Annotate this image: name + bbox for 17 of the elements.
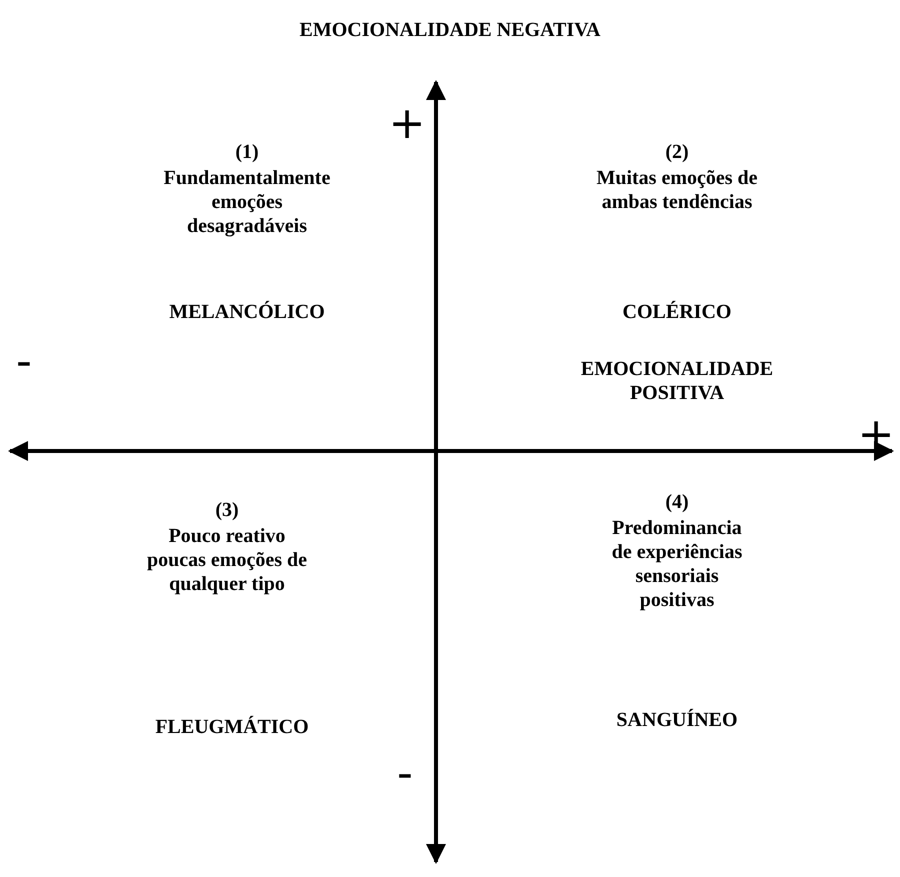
quadrant-number: (1) [235, 140, 259, 164]
quadrant-description: Predominancia de experiências sensoriais positivas [610, 516, 744, 612]
minus-sign: - [16, 340, 32, 384]
minus-sign: - [397, 752, 413, 796]
diagram-title: EMOCIONALIDADE NEGATIVA [300, 18, 600, 42]
temperament-label: FLEUGMÁTICO [155, 715, 309, 739]
temperament-label: SANGUÍNEO [616, 708, 738, 732]
quadrant-number: (3) [215, 498, 239, 522]
temperament-label: MELANCÓLICO [169, 300, 325, 324]
axis-label: EMOCIONALIDADE POSITIVA [580, 357, 774, 405]
quadrant-description: Pouco reativo poucas emoções de qualquer tipo [146, 524, 308, 596]
plus-sign: + [388, 102, 426, 146]
quadrant-number: (4) [665, 490, 689, 514]
quadrant-description: Fundamentalmente emoções desagradáveis [162, 166, 332, 238]
quadrant-description: Muitas emoções de ambas tendências [595, 166, 759, 214]
temperament-label: COLÉRICO [622, 300, 732, 324]
quadrant-number: (2) [665, 140, 689, 164]
